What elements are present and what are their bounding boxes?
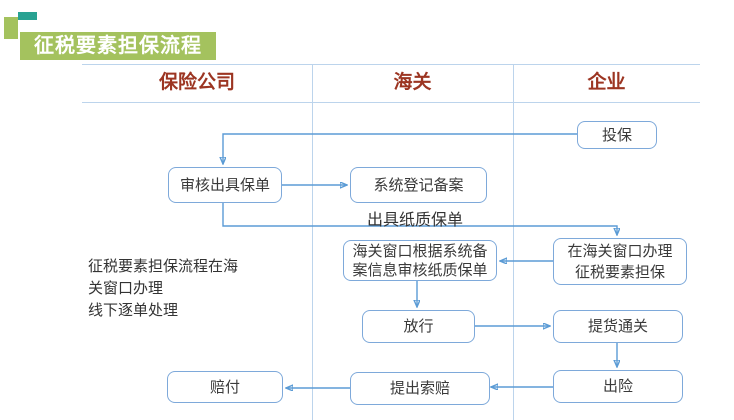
- lane-header-insurance-company: 保险公司: [158, 72, 235, 93]
- node-review-issue-policy: 审核出具保单: [168, 167, 282, 203]
- node-release: 放行: [362, 310, 475, 343]
- node-customs-window-review: 海关窗口根据系统备 案信息审核纸质保单: [343, 240, 497, 281]
- process-side-note: 征税要素担保流程在海 关窗口办理 线下逐单处理: [88, 258, 239, 319]
- header-bottom-line: [82, 102, 700, 103]
- node-compensation: 赔付: [167, 371, 283, 403]
- lane-header-customs: 海关: [393, 72, 432, 93]
- node-file-claim: 提出索赔: [350, 372, 490, 405]
- page-title: 征税要素担保流程: [20, 32, 216, 60]
- label-issue-paper-policy: 出具纸质保单: [367, 212, 464, 229]
- node-apply-insurance: 投保: [577, 121, 657, 149]
- node-pickup-clearance: 提货通关: [553, 310, 683, 343]
- node-incident: 出险: [553, 370, 683, 403]
- node-handle-at-customs-window: 在海关窗口办理 征税要素担保: [553, 238, 687, 285]
- column-divider-1: [312, 64, 313, 420]
- node-system-registration: 系统登记备案: [350, 167, 487, 203]
- green-accent-square: [4, 17, 18, 39]
- arrow-apply-to-review: [223, 133, 577, 164]
- arrow-review-to-customs-window: [222, 203, 617, 235]
- header-top-line: [82, 64, 700, 65]
- lane-header-enterprise: 企业: [587, 72, 626, 93]
- teal-accent-bar: [18, 12, 37, 20]
- column-divider-2: [513, 64, 514, 420]
